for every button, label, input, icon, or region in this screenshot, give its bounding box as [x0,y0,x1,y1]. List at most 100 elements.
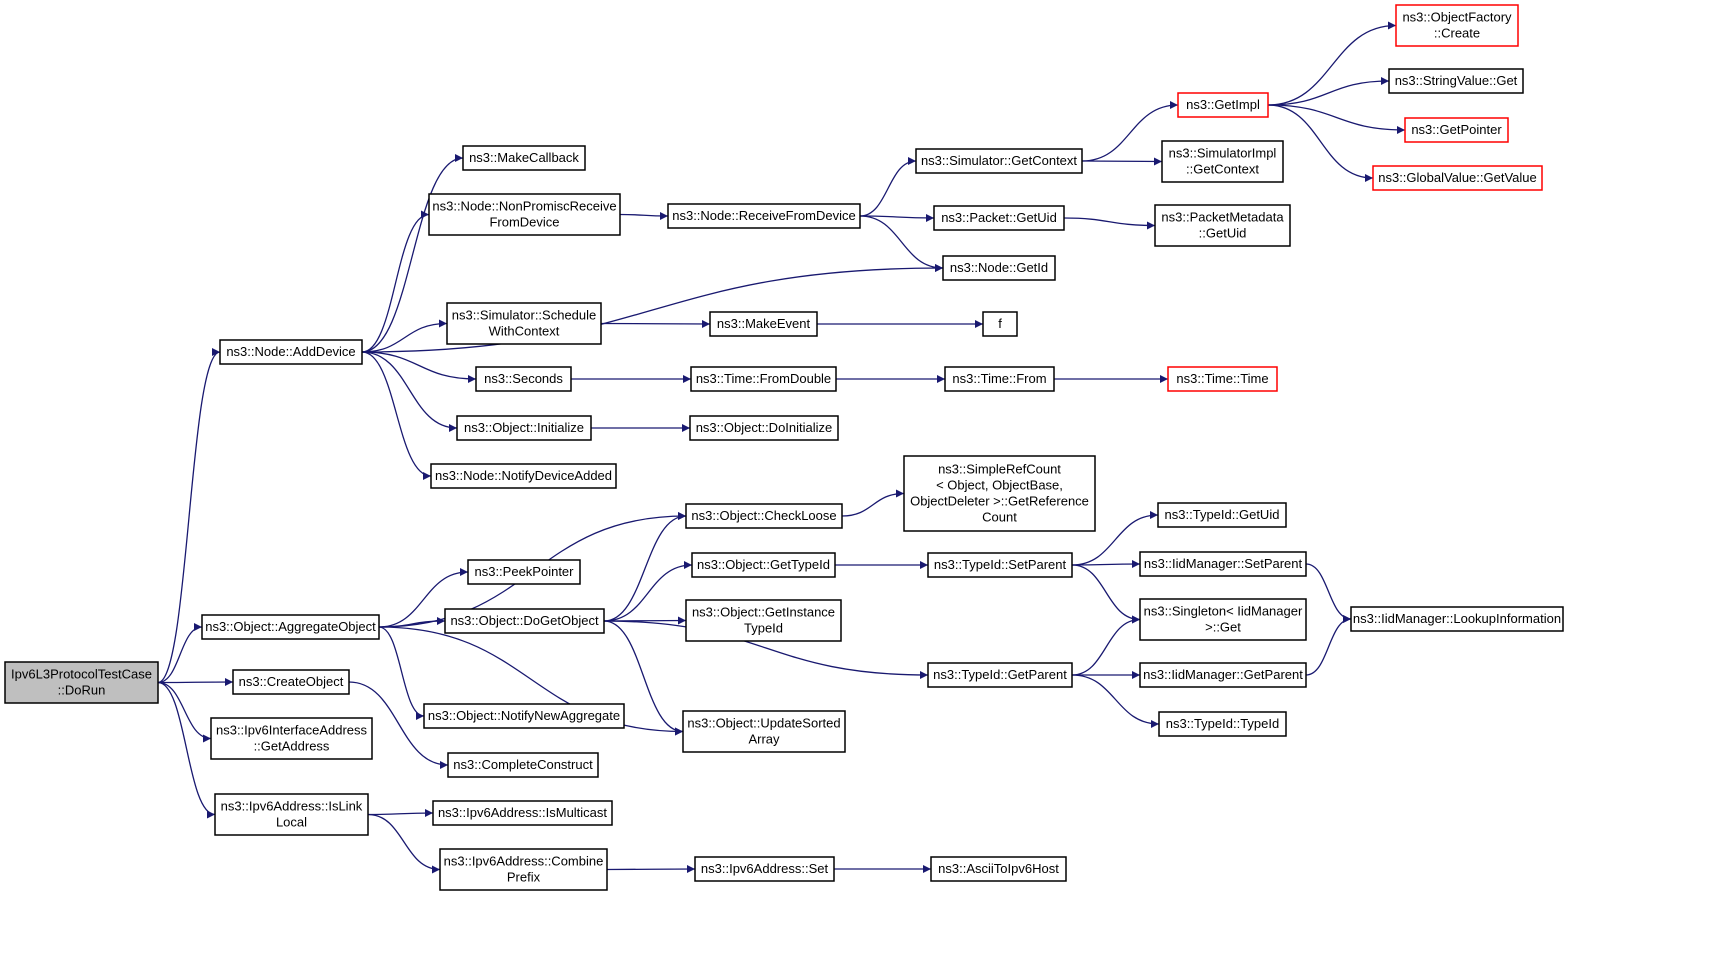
node-label: ns3::TypeId::GetParent [933,667,1067,682]
node-iid-set-parent[interactable]: ns3::IidManager::SetParent [1139,551,1307,577]
node-label: ::DoRun [58,683,106,698]
node-create-object[interactable]: ns3::CreateObject [232,669,350,695]
edge-add-device-to-notify-device-added [361,351,432,480]
node-box [694,856,835,882]
node-obj-do-initialize[interactable]: ns3::Object::DoInitialize [689,415,839,441]
node-label: Ipv6L3ProtocolTestCase [11,667,152,682]
node-box [1177,92,1269,118]
edge-add-device-to-node-get-id [361,264,944,353]
node-label: ::GetContext [1186,162,1259,177]
edge-receive-from-device-to-node-get-id [859,215,944,272]
node-obj-initialize[interactable]: ns3::Object::Initialize [456,415,592,441]
node-get-impl[interactable]: ns3::GetImpl [1177,92,1269,118]
node-type-id-get-parent[interactable]: ns3::TypeId::GetParent [927,662,1073,688]
node-global-value-get[interactable]: ns3::GlobalValue::GetValue [1372,165,1543,191]
node-box [930,856,1067,882]
node-label: WithContext [489,324,560,339]
node-box [1167,366,1278,392]
node-complete-construct[interactable]: ns3::CompleteConstruct [447,752,599,778]
node-get-pointer[interactable]: ns3::GetPointer [1404,117,1509,143]
node-label: ns3::Time::Time [1176,371,1268,386]
node-label: ns3::ObjectFactory [1402,10,1512,25]
node-seconds[interactable]: ns3::Seconds [475,366,572,392]
node-label: < Object, ObjectBase, [936,478,1063,493]
node-type-id-set-parent[interactable]: ns3::TypeId::SetParent [927,552,1073,578]
edge-receive-from-device-to-get-context [859,157,917,217]
node-ipv6-set[interactable]: ns3::Ipv6Address::Set [694,856,835,882]
node-box [214,793,369,836]
edge-aggregate-object-to-notify-new-aggregate [378,626,425,720]
node-box [685,599,842,642]
node-iface-get-address[interactable]: ns3::Ipv6InterfaceAddress::GetAddress [210,717,373,760]
edge-packet-get-uid-to-packet-meta-get-uid [1063,217,1156,230]
node-label: ns3::Ipv6Address::IsLink [221,799,363,814]
node-box [1154,204,1291,247]
node-box [942,255,1056,281]
node-time-time[interactable]: ns3::Time::Time [1167,366,1278,392]
node-singleton-get[interactable]: ns3::Singleton< IidManager>::Get [1139,598,1307,641]
node-root[interactable]: Ipv6L3ProtocolTestCase::DoRun [4,661,159,704]
node-box [1139,662,1307,688]
node-box [430,463,617,489]
node-time-from-double[interactable]: ns3::Time::FromDouble [690,366,837,392]
node-label: ns3::Object::GetInstance [692,605,835,620]
node-label: ns3::Seconds [484,371,563,386]
node-label: ns3::Node::GetId [950,260,1048,275]
node-label: ns3::CompleteConstruct [453,757,593,772]
node-ascii-to-ipv6-host[interactable]: ns3::AsciiToIpv6Host [930,856,1067,882]
node-box [944,366,1055,392]
node-type-id-get-uid[interactable]: ns3::TypeId::GetUid [1157,502,1287,528]
node-label: ns3::Object::GetTypeId [697,557,830,572]
node-iid-get-parent[interactable]: ns3::IidManager::GetParent [1139,662,1307,688]
node-notify-new-aggregate[interactable]: ns3::Object::NotifyNewAggregate [423,703,625,729]
edge-combine-prefix-to-ipv6-set [606,865,696,874]
node-label: ::GetAddress [254,739,330,754]
node-get-context[interactable]: ns3::Simulator::GetContext [915,148,1083,174]
node-f[interactable]: f [982,311,1018,337]
node-add-device[interactable]: ns3::Node::AddDevice [219,339,363,365]
node-string-value-get[interactable]: ns3::StringValue::Get [1388,68,1524,94]
node-iid-lookup[interactable]: ns3::IidManager::LookupInformation [1350,606,1564,632]
node-label: ns3::Object::Initialize [464,420,584,435]
node-time-from[interactable]: ns3::Time::From [944,366,1055,392]
node-node-get-id[interactable]: ns3::Node::GetId [942,255,1056,281]
edge-get-impl-to-string-value-get [1267,77,1390,106]
node-make-event[interactable]: ns3::MakeEvent [709,311,818,337]
node-label: Local [276,815,307,830]
node-packet-get-uid[interactable]: ns3::Packet::GetUid [933,205,1065,231]
edge-do-get-object-to-update-sorted-array [603,620,684,736]
node-aggregate-object[interactable]: ns3::Object::AggregateObject [201,614,380,640]
edge-iid-set-parent-to-iid-lookup [1305,563,1352,623]
node-label: ns3::MakeCallback [469,150,579,165]
node-box [682,710,846,753]
node-is-multicast[interactable]: ns3::Ipv6Address::IsMulticast [432,800,613,826]
node-make-callback[interactable]: ns3::MakeCallback [462,145,586,171]
node-packet-meta-get-uid[interactable]: ns3::PacketMetadata::GetUid [1154,204,1291,247]
edge-non-promisc-to-receive-from-device [619,211,669,220]
node-label: ns3::Packet::GetUid [941,210,1057,225]
edge-aggregate-object-to-update-sorted-array [378,626,684,736]
node-sim-impl-get-context[interactable]: ns3::SimulatorImpl::GetContext [1161,140,1284,183]
node-check-loose[interactable]: ns3::Object::CheckLoose [685,503,843,529]
node-notify-device-added[interactable]: ns3::Node::NotifyDeviceAdded [430,463,617,489]
node-label: ns3::SimpleRefCount [938,462,1061,477]
node-box [475,366,572,392]
node-receive-from-device[interactable]: ns3::Node::ReceiveFromDevice [667,203,861,229]
node-label: ns3::IidManager::SetParent [1144,556,1303,571]
node-box [232,669,350,695]
node-do-get-object[interactable]: ns3::Object::DoGetObject [444,608,605,634]
node-type-id-type-id[interactable]: ns3::TypeId::TypeId [1158,711,1287,737]
edge-get-impl-to-global-value-get [1267,104,1374,182]
node-obj-get-type-id[interactable]: ns3::Object::GetTypeId [691,552,836,578]
node-simple-ref-count[interactable]: ns3::SimpleRefCount< Object, ObjectBase,… [903,455,1096,532]
node-peek-pointer[interactable]: ns3::PeekPointer [467,559,581,585]
node-obj-factory-create[interactable]: ns3::ObjectFactory::Create [1395,4,1519,47]
node-label: >::Get [1205,620,1241,635]
